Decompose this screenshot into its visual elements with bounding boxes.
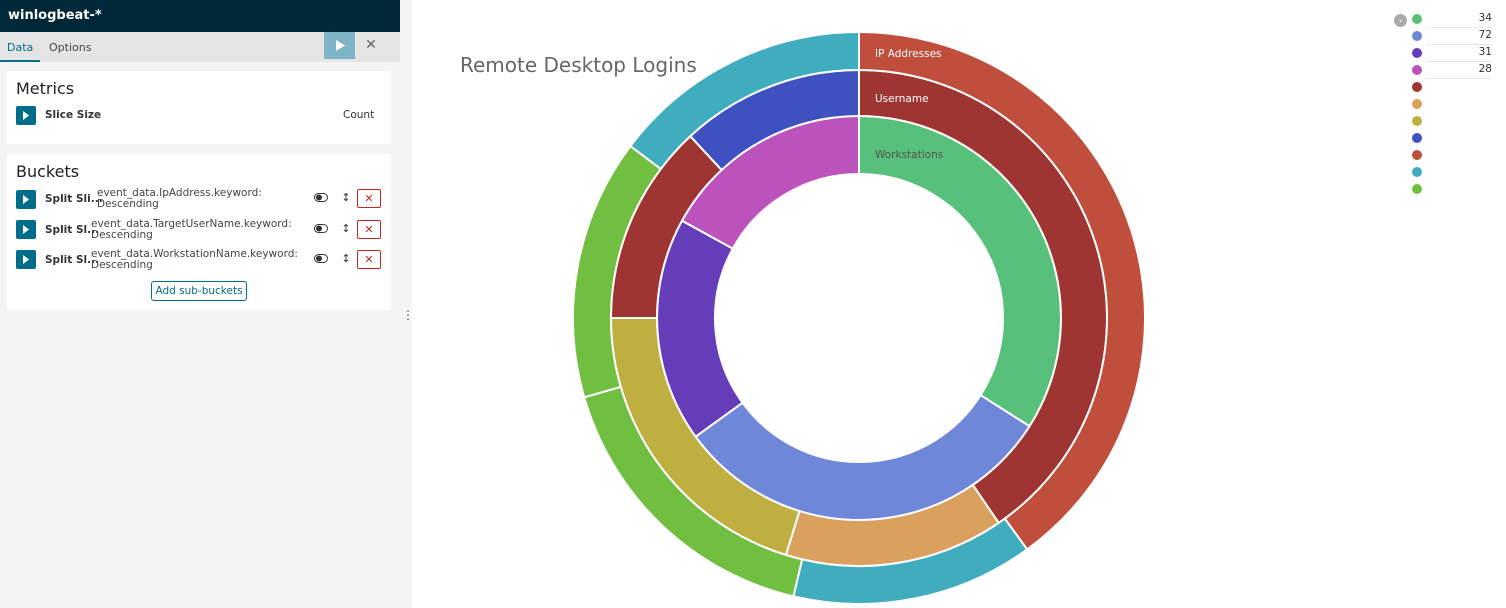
legend-value: 31 [1478, 46, 1492, 58]
legend-item[interactable] [1412, 131, 1492, 148]
legend-swatch [1412, 31, 1422, 41]
metric-aggregation: Count [343, 109, 375, 121]
metrics-panel: Metrics Slice Size Count [7, 71, 391, 144]
toggle-icon[interactable] [310, 192, 332, 208]
legend-swatch [1412, 133, 1422, 143]
legend-underline [1426, 27, 1492, 28]
legend-item[interactable] [1412, 80, 1492, 97]
legend-swatch [1412, 184, 1422, 194]
legend-item[interactable]: 31 [1412, 46, 1492, 63]
legend-value: 28 [1478, 63, 1492, 75]
reorder-handle-icon[interactable]: ↕ [341, 252, 351, 265]
legend-item[interactable]: 28 [1412, 63, 1492, 80]
close-icon: ✕ [365, 37, 377, 53]
reorder-handle-icon[interactable]: ↕ [341, 222, 351, 235]
ring-label: Username [875, 93, 929, 105]
bucket-field: event_data.WorkstationName.keyword: [91, 248, 298, 260]
add-sub-buckets-button[interactable]: Add sub-buckets [151, 281, 247, 301]
legend-swatch [1412, 167, 1422, 177]
legend-item[interactable] [1412, 114, 1492, 131]
legend-toggle-icon[interactable]: › [1394, 14, 1407, 27]
pie-chart: Workstations Username IP Addresses [572, 30, 1146, 605]
expand-bucket-button[interactable] [16, 250, 36, 269]
resize-handle-icon[interactable]: ⋮ [402, 308, 414, 322]
bucket-order: Descending [91, 258, 153, 271]
caret-right-icon [23, 111, 29, 120]
bucket-name: Split Sl... [45, 224, 100, 236]
chart-title: Remote Desktop Logins [460, 53, 697, 77]
remove-bucket-button[interactable]: ✕ [357, 250, 381, 269]
play-icon [335, 40, 345, 51]
sidebar-divider [400, 0, 412, 608]
index-pattern-title: winlogbeat-* [0, 0, 400, 32]
legend-underline [1426, 44, 1492, 45]
remove-bucket-button[interactable]: ✕ [357, 189, 381, 208]
expand-bucket-button[interactable] [16, 220, 36, 239]
reorder-handle-icon[interactable]: ↕ [341, 191, 351, 204]
toggle-icon[interactable] [310, 253, 332, 269]
legend-value: 34 [1478, 12, 1492, 24]
caret-right-icon [23, 195, 29, 204]
legend-swatch [1412, 116, 1422, 126]
metrics-title: Metrics [16, 79, 75, 98]
legend-value: 72 [1478, 29, 1492, 41]
expand-bucket-button[interactable] [16, 190, 36, 209]
visualization-area: Workstations Username IP Addresses Remote … [412, 0, 1506, 608]
discard-changes-button[interactable]: ✕ [356, 32, 386, 59]
bucket-description: event_data.WorkstationName.keyword:Desce… [91, 249, 298, 271]
caret-right-icon [23, 255, 29, 264]
buckets-panel: Buckets Split Sli... event_data.IpAddres… [7, 154, 391, 310]
bucket-name: Split Sli... [45, 193, 103, 205]
metric-name: Slice Size [45, 109, 102, 121]
legend-underline [1426, 61, 1492, 62]
legend-item[interactable] [1412, 148, 1492, 165]
buckets-title: Buckets [16, 162, 80, 181]
legend-swatch [1412, 48, 1422, 58]
bucket-name: Split Sl... [45, 254, 100, 266]
apply-changes-button[interactable] [324, 32, 355, 59]
bucket-field: event_data.TargetUserName.keyword: [91, 218, 292, 230]
legend-item[interactable]: 34 [1412, 12, 1492, 29]
bucket-description: event_data.TargetUserName.keyword:Descen… [91, 218, 292, 241]
legend-item[interactable] [1412, 165, 1492, 182]
legend-swatch [1412, 14, 1422, 24]
bucket-description: event_data.IpAddress.keyword:Descending [97, 188, 297, 209]
bucket-order: Descending [91, 228, 153, 241]
legend-item[interactable] [1412, 97, 1492, 114]
tab-data[interactable]: Data [0, 32, 41, 62]
tab-options[interactable]: Options [49, 41, 92, 54]
legend-underline [1426, 78, 1492, 79]
legend-swatch [1412, 82, 1422, 92]
ring-label: Workstations [875, 149, 943, 161]
legend-item[interactable] [1412, 182, 1492, 199]
pie-slice[interactable] [629, 30, 860, 171]
editor-sidebar: winlogbeat-* Data Options ✕ Metrics Slic… [0, 0, 400, 608]
sidebar-tabs: Data Options ✕ [0, 32, 400, 62]
remove-bucket-button[interactable]: ✕ [357, 220, 381, 239]
toggle-icon[interactable] [310, 223, 332, 239]
legend-swatch [1412, 150, 1422, 160]
bucket-field: event_data.IpAddress.keyword: [97, 187, 262, 199]
legend-swatch [1412, 65, 1422, 75]
legend-item[interactable]: 72 [1412, 29, 1492, 46]
bucket-order: Descending [97, 197, 159, 210]
caret-right-icon [23, 225, 29, 234]
ring-label: IP Addresses [875, 48, 942, 60]
legend-swatch [1412, 99, 1422, 109]
expand-metric-button[interactable] [16, 106, 36, 125]
